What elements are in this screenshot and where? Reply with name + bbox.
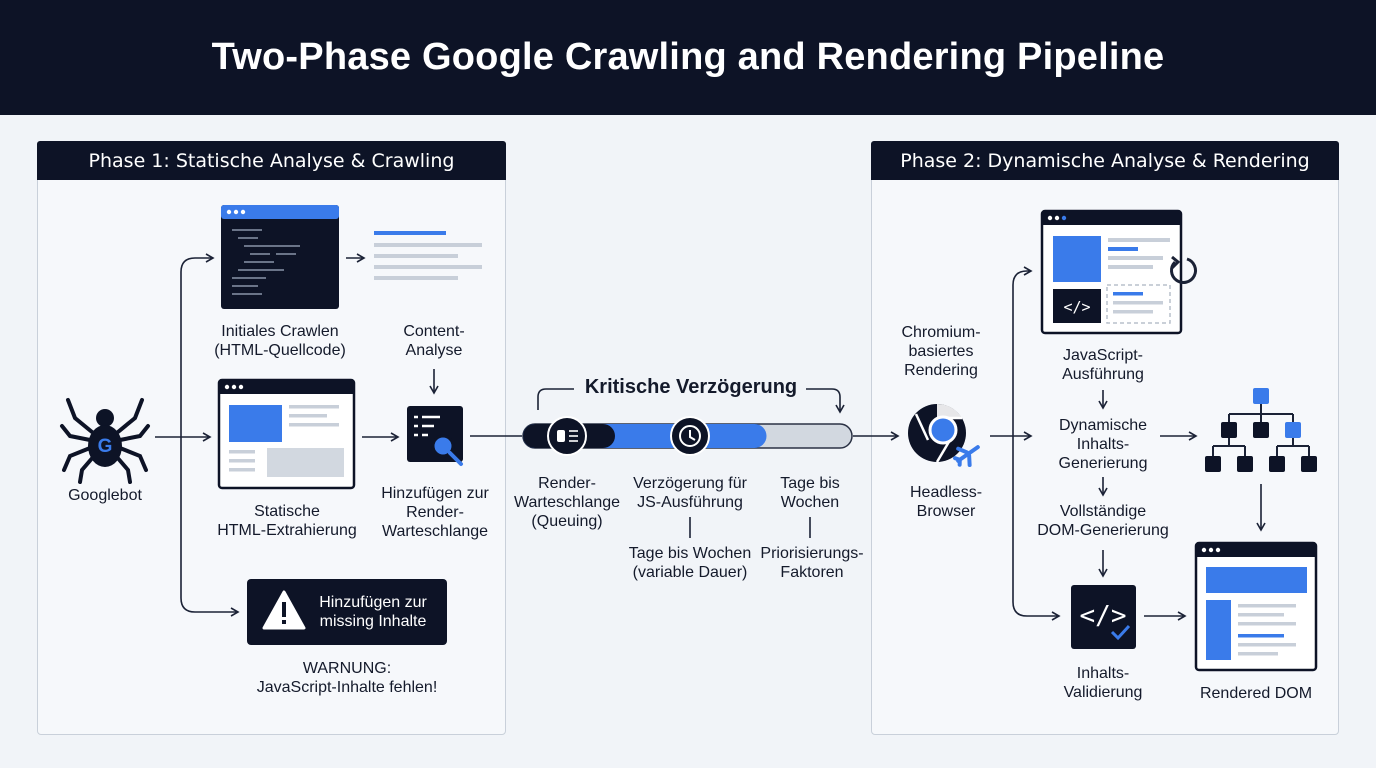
add-to-queue-label: Hinzufügen zur Render- Warteschlange xyxy=(381,485,489,540)
page-title: Two-Phase Google Crawling and Rendering … xyxy=(211,36,1165,78)
full-dom-label: Vollständige DOM-Generierung xyxy=(1037,503,1169,539)
content-analysis-label: Content- Analyse xyxy=(403,323,465,359)
clock-icon xyxy=(670,416,710,456)
svg-text:G: G xyxy=(98,436,113,457)
headless-label: Headless- Browser xyxy=(909,484,983,520)
refresh-icon xyxy=(1170,255,1197,284)
dynamic-content-label: Dynamische Inhalts- Generierung xyxy=(1058,417,1148,472)
static-extraction-label: Statische HTML-Extrahierung xyxy=(217,503,357,539)
rendered-dom-label: Rendered DOM xyxy=(1199,685,1313,702)
warning-text: WARNUNG: JavaScript-Inhalte fehlen! xyxy=(256,660,438,696)
text-lines-icon xyxy=(374,231,482,280)
render-queue-label: Render- Warteschlange xyxy=(513,475,621,511)
title-bar: Two-Phase Google Crawling and Rendering … xyxy=(0,0,1376,115)
svg-text:</>: </> xyxy=(1080,601,1127,631)
js-execution-label: JavaScript- Ausführung xyxy=(1062,347,1144,383)
warning-box-text: Hinzufügen zur missing Inhalte xyxy=(319,594,427,630)
queue-icon xyxy=(547,416,587,456)
spider-g-icon: G xyxy=(60,398,150,484)
chrome-icon xyxy=(908,403,980,468)
googlebot-label: Googlebot xyxy=(68,487,142,504)
js-delay-label: Verzögerung für JS-Ausführung xyxy=(633,475,747,511)
days-weeks-short-label: Tage bis Wochen xyxy=(780,475,840,511)
rendered-dom-window-icon xyxy=(1194,541,1318,672)
js-execution-window-icon: </> xyxy=(1040,209,1183,335)
dom-tree-icon xyxy=(1205,388,1317,472)
code-brackets-icon: </> xyxy=(1071,585,1136,649)
static-page-window-icon xyxy=(217,378,356,490)
source-code-window-icon xyxy=(221,205,339,309)
initial-crawl-label: Initiales Crawlen (HTML-Quellcode) xyxy=(214,323,346,359)
svg-text:</>: </> xyxy=(1063,298,1090,316)
warning-box xyxy=(247,579,447,645)
phase2-heading: Phase 2: Dynamische Analyse & Rendering xyxy=(871,141,1339,180)
chromium-label: Chromium- basiertes Rendering xyxy=(901,324,981,379)
days-weeks-long-label: Tage bis Wochen (variable Dauer) xyxy=(628,545,752,581)
content-validation-label: Inhalts- Validierung xyxy=(1063,665,1143,701)
phase1-heading: Phase 1: Statische Analyse & Crawling xyxy=(37,141,506,180)
airplane-icon xyxy=(953,445,980,468)
queue-list-search-icon xyxy=(407,406,463,466)
critical-delay-heading: Kritische Verzögerung xyxy=(584,376,798,398)
warning-triangle-icon xyxy=(262,590,306,630)
render-queue-sub: (Queuing) xyxy=(531,513,603,530)
priority-factors-label: Priorisierungs- Faktoren xyxy=(760,545,864,581)
